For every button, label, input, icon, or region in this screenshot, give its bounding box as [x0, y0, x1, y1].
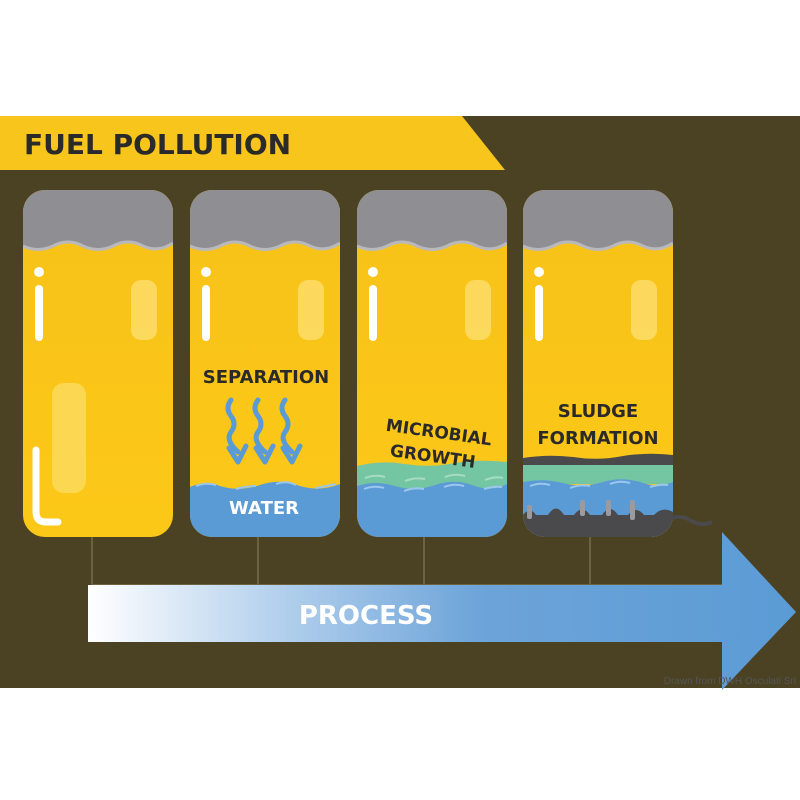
sludge-label-line2: FORMATION: [537, 428, 658, 449]
process-label: PROCESS: [299, 601, 433, 631]
title: FUEL POLLUTION: [24, 128, 291, 161]
sludge-top-layer: [523, 453, 673, 466]
tank-clean-fuel: [23, 190, 173, 537]
level-highlight: [298, 280, 324, 340]
sludge-spill: [664, 515, 713, 527]
image-credit: Drawn from DWH Osculati Srl: [663, 676, 796, 687]
tank-microbial-growth: [357, 190, 507, 537]
sludge-bottom-layer: [523, 508, 673, 537]
level-highlight: [631, 280, 657, 340]
process-arrow: [88, 532, 796, 690]
microbial-layer: [523, 465, 673, 484]
gauge-icon: [534, 267, 544, 341]
drain-tube: [32, 446, 62, 526]
microbial-layer: [357, 460, 507, 490]
sludge-label-line1: SLUDGE: [558, 401, 638, 422]
settling-arrows-icon: [225, 397, 303, 465]
separation-label: SEPARATION: [203, 367, 329, 388]
headspace: [357, 190, 507, 250]
headspace: [23, 190, 173, 250]
water-label: WATER: [229, 498, 299, 519]
tank-separation: [190, 190, 340, 537]
headspace: [523, 190, 673, 250]
level-highlight: [131, 280, 157, 340]
gauge-icon: [34, 267, 44, 341]
water-layer: [357, 481, 507, 537]
title-band: [0, 116, 505, 170]
headspace: [190, 190, 340, 250]
level-highlight: [52, 383, 86, 493]
gauge-icon: [368, 267, 378, 341]
water-layer: [190, 481, 340, 537]
gauge-icon: [201, 267, 211, 341]
tank-sludge-formation: [523, 190, 673, 537]
level-highlight: [465, 280, 491, 340]
